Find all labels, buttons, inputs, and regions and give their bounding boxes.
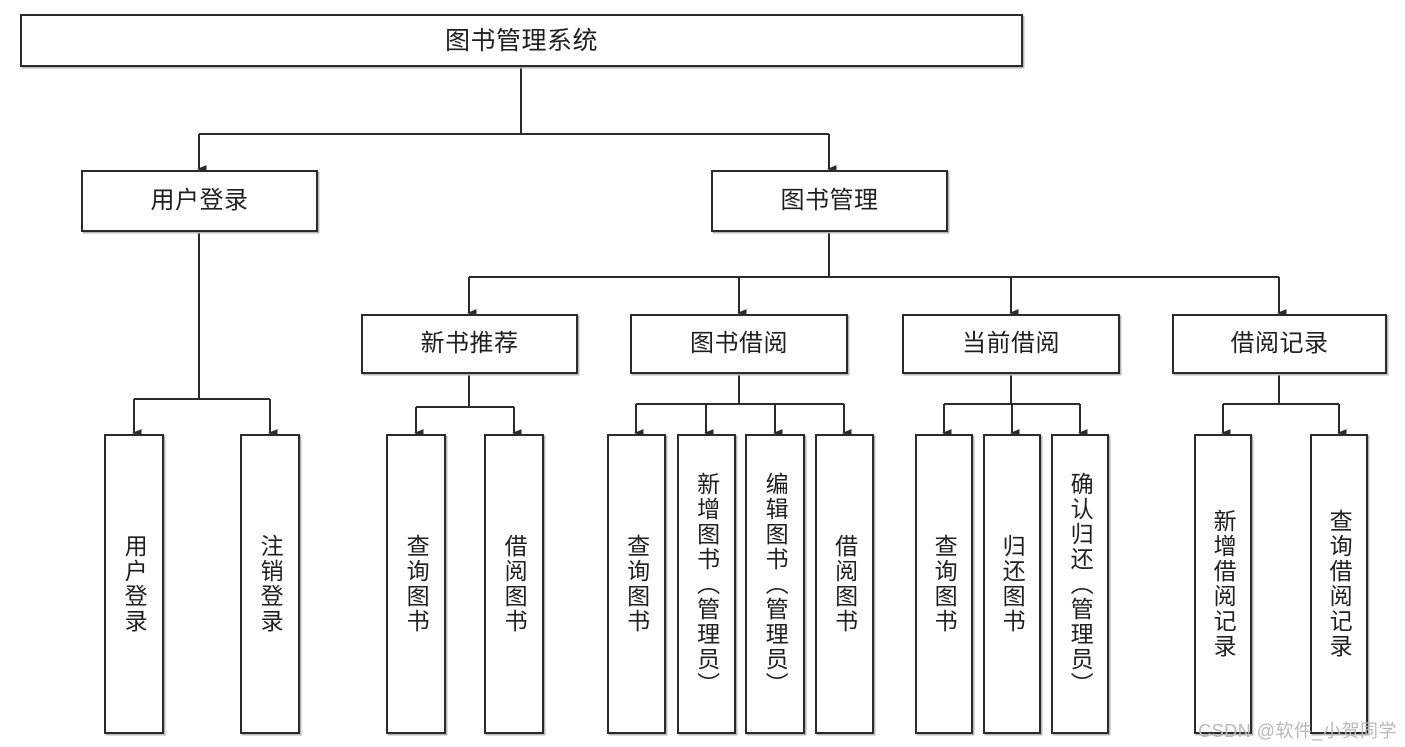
node-label: 查询图书 <box>403 534 430 634</box>
node-label: 图书管理 <box>780 186 879 214</box>
leaf-borrow-book-recommend[interactable]: 借阅图书 <box>484 434 544 734</box>
node-label: 图书借阅 <box>690 329 788 357</box>
node-label: 确认归还（管理员） <box>1067 471 1094 697</box>
node-current-borrow[interactable]: 当前借阅 <box>902 314 1120 374</box>
node-label: 用户登录 <box>150 186 249 214</box>
leaf-edit-book-admin[interactable]: 编辑图书（管理员） <box>745 434 805 734</box>
leaf-borrow-book[interactable]: 借阅图书 <box>815 434 874 734</box>
node-label: 编辑图书（管理员） <box>762 471 789 697</box>
leaf-query-borrow-record[interactable]: 查询借阅记录 <box>1310 434 1368 734</box>
node-label: 当前借阅 <box>962 329 1060 357</box>
node-label: 新书推荐 <box>420 329 519 357</box>
node-book-borrow[interactable]: 图书借阅 <box>630 314 848 374</box>
node-label: 归还图书 <box>999 534 1026 634</box>
node-label: 借阅记录 <box>1230 329 1329 357</box>
node-user-login[interactable]: 用户登录 <box>81 170 318 232</box>
leaf-logout[interactable]: 注销登录 <box>240 434 300 734</box>
leaf-return-book[interactable]: 归还图书 <box>983 434 1041 734</box>
node-label: 新增图书（管理员） <box>693 471 720 697</box>
leaf-query-book-current[interactable]: 查询图书 <box>915 434 973 734</box>
node-root-system[interactable]: 图书管理系统 <box>20 14 1023 67</box>
node-label: 图书管理系统 <box>444 26 598 55</box>
leaf-add-book-admin[interactable]: 新增图书（管理员） <box>677 434 736 734</box>
node-label: 查询图书 <box>623 534 650 634</box>
leaf-add-borrow-record[interactable]: 新增借阅记录 <box>1194 434 1252 734</box>
leaf-confirm-return-admin[interactable]: 确认归还（管理员） <box>1051 434 1109 734</box>
leaf-user-login[interactable]: 用户登录 <box>104 434 164 734</box>
node-book-management[interactable]: 图书管理 <box>711 170 948 232</box>
node-borrow-record[interactable]: 借阅记录 <box>1172 314 1387 374</box>
leaf-query-book-recommend[interactable]: 查询图书 <box>386 434 446 734</box>
node-label: 查询借阅记录 <box>1326 509 1353 659</box>
node-label: 借阅图书 <box>831 534 858 634</box>
node-label: 借阅图书 <box>501 534 528 634</box>
node-label: 注销登录 <box>257 534 284 634</box>
node-label: 用户登录 <box>121 534 148 634</box>
node-label: 查询图书 <box>931 534 958 634</box>
leaf-query-book-borrow[interactable]: 查询图书 <box>607 434 666 734</box>
node-new-book-recommend[interactable]: 新书推荐 <box>361 314 578 374</box>
node-label: 新增借阅记录 <box>1210 509 1237 659</box>
